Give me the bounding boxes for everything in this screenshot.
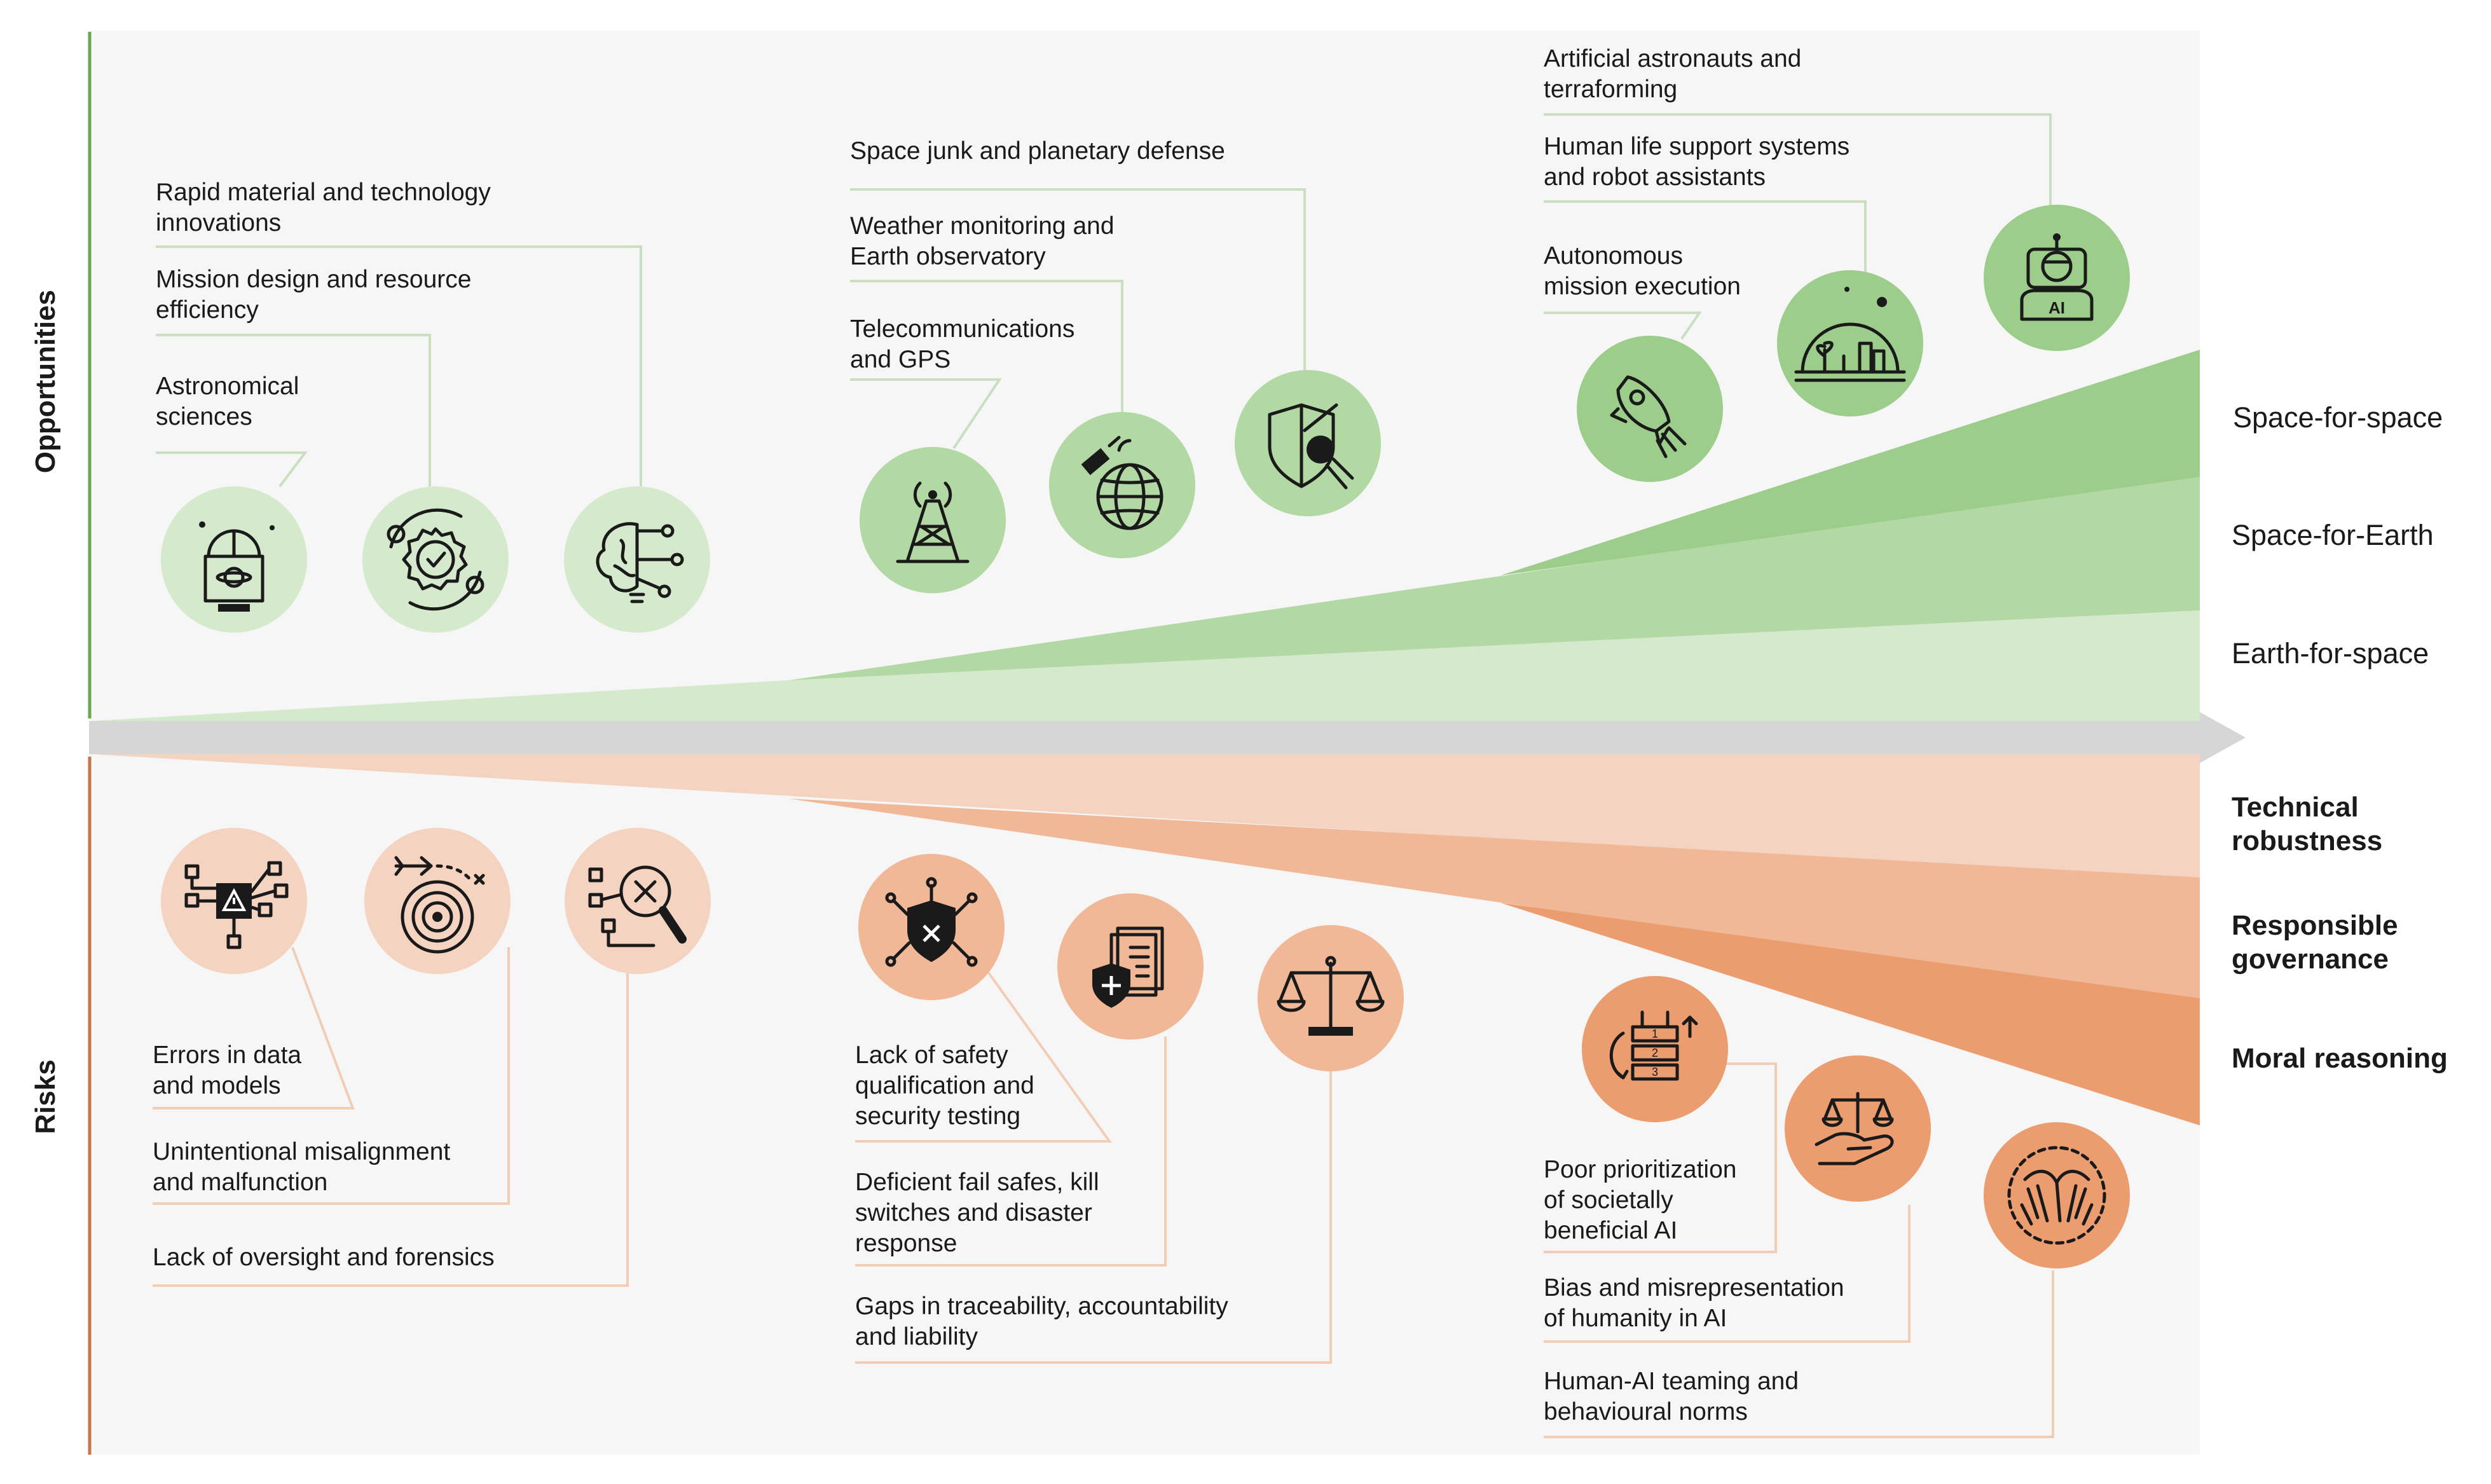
risk-label-errors-data: Errors in data and models xyxy=(153,1041,308,1099)
opp-label-artificial-astronauts: Artificial astronauts and terraforming xyxy=(1544,45,1808,103)
level-label-moral-reasoning: Moral reasoning xyxy=(2232,1043,2448,1074)
level-label-space-for-space: Space-for-space xyxy=(2233,401,2443,434)
ai-astronaut-icon: AI xyxy=(1984,205,2130,351)
central-axis-arrow xyxy=(89,712,2246,763)
opp-label-space-junk: Space junk and planetary defense xyxy=(850,137,1225,165)
satellite-globe-icon xyxy=(1049,412,1195,558)
opp-label-astronomical: Astronomical sciences xyxy=(156,373,306,430)
opp-label-autonomous: Autonomous mission execution xyxy=(1544,242,1741,300)
priority-stack-icon: 1 2 3 xyxy=(1582,976,1728,1122)
risk-label-traceability: Gaps in traceability, accountability and… xyxy=(855,1293,1235,1350)
wedge-space-for-space xyxy=(1500,350,2200,575)
risk-leader-lines xyxy=(153,947,2054,1438)
opp-label-weather: Weather monitoring and Earth observatory xyxy=(850,212,1121,270)
opp-label-mission-design: Mission design and resource efficiency xyxy=(156,266,478,324)
wedge-moral-reasoning xyxy=(1500,903,2200,1125)
risk-label-oversight: Lack of oversight and forensics xyxy=(153,1244,495,1271)
svg-text:AI: AI xyxy=(2048,298,2065,317)
svg-text:2: 2 xyxy=(1652,1047,1658,1059)
section-label-risks: Risks xyxy=(30,1059,61,1134)
level-label-technical-robustness: Technical robustness xyxy=(2232,792,2382,856)
risk-label-fail-safes: Deficient fail safes, kill switches and … xyxy=(855,1169,1106,1257)
risk-label-bias: Bias and misrepresentation of humanity i… xyxy=(1544,1274,1851,1332)
opp-label-life-support: Human life support systems and robot ass… xyxy=(1544,133,1856,191)
svg-text:3: 3 xyxy=(1652,1066,1658,1078)
rocket-icon xyxy=(1577,336,1723,482)
shield-meteor-icon xyxy=(1235,370,1381,516)
opp-label-rapid-material: Rapid material and technology innovation… xyxy=(156,179,498,237)
brain-circuit-icon xyxy=(564,486,710,633)
warning-network-icon xyxy=(161,828,307,974)
magnifier-x-icon xyxy=(565,828,711,974)
risk-label-prioritization: Poor prioritization of societally benefi… xyxy=(1544,1156,1743,1244)
document-shield-icon xyxy=(1057,893,1204,1040)
observatory-icon xyxy=(161,486,307,633)
scales-icon xyxy=(1258,925,1404,1071)
opportunity-leader-lines xyxy=(156,113,2052,488)
risk-label-safety: Lack of safety qualification and securit… xyxy=(855,1041,1041,1130)
target-arrow-icon xyxy=(364,828,511,974)
level-label-responsible-governance: Responsible governance xyxy=(2232,910,2406,975)
antenna-tower-icon xyxy=(860,447,1006,593)
risk-label-teaming: Human-AI teaming and behavioural norms xyxy=(1544,1368,1806,1426)
gear-cycle-icon xyxy=(362,486,509,633)
habitat-dome-icon xyxy=(1777,270,1923,416)
section-label-opportunities: Opportunities xyxy=(30,290,61,473)
shield-x-icon xyxy=(858,854,1005,1000)
hand-scales-icon xyxy=(1785,1055,1931,1202)
opp-label-telecom: Telecommunications and GPS xyxy=(850,315,1081,373)
level-label-earth-for-space: Earth-for-space xyxy=(2232,637,2429,670)
svg-text:1: 1 xyxy=(1652,1027,1658,1040)
level-label-space-for-earth: Space-for-Earth xyxy=(2232,519,2434,551)
hands-circle-icon xyxy=(1984,1122,2130,1268)
risk-label-misalignment: Unintentional misalignment and malfuncti… xyxy=(153,1138,457,1196)
